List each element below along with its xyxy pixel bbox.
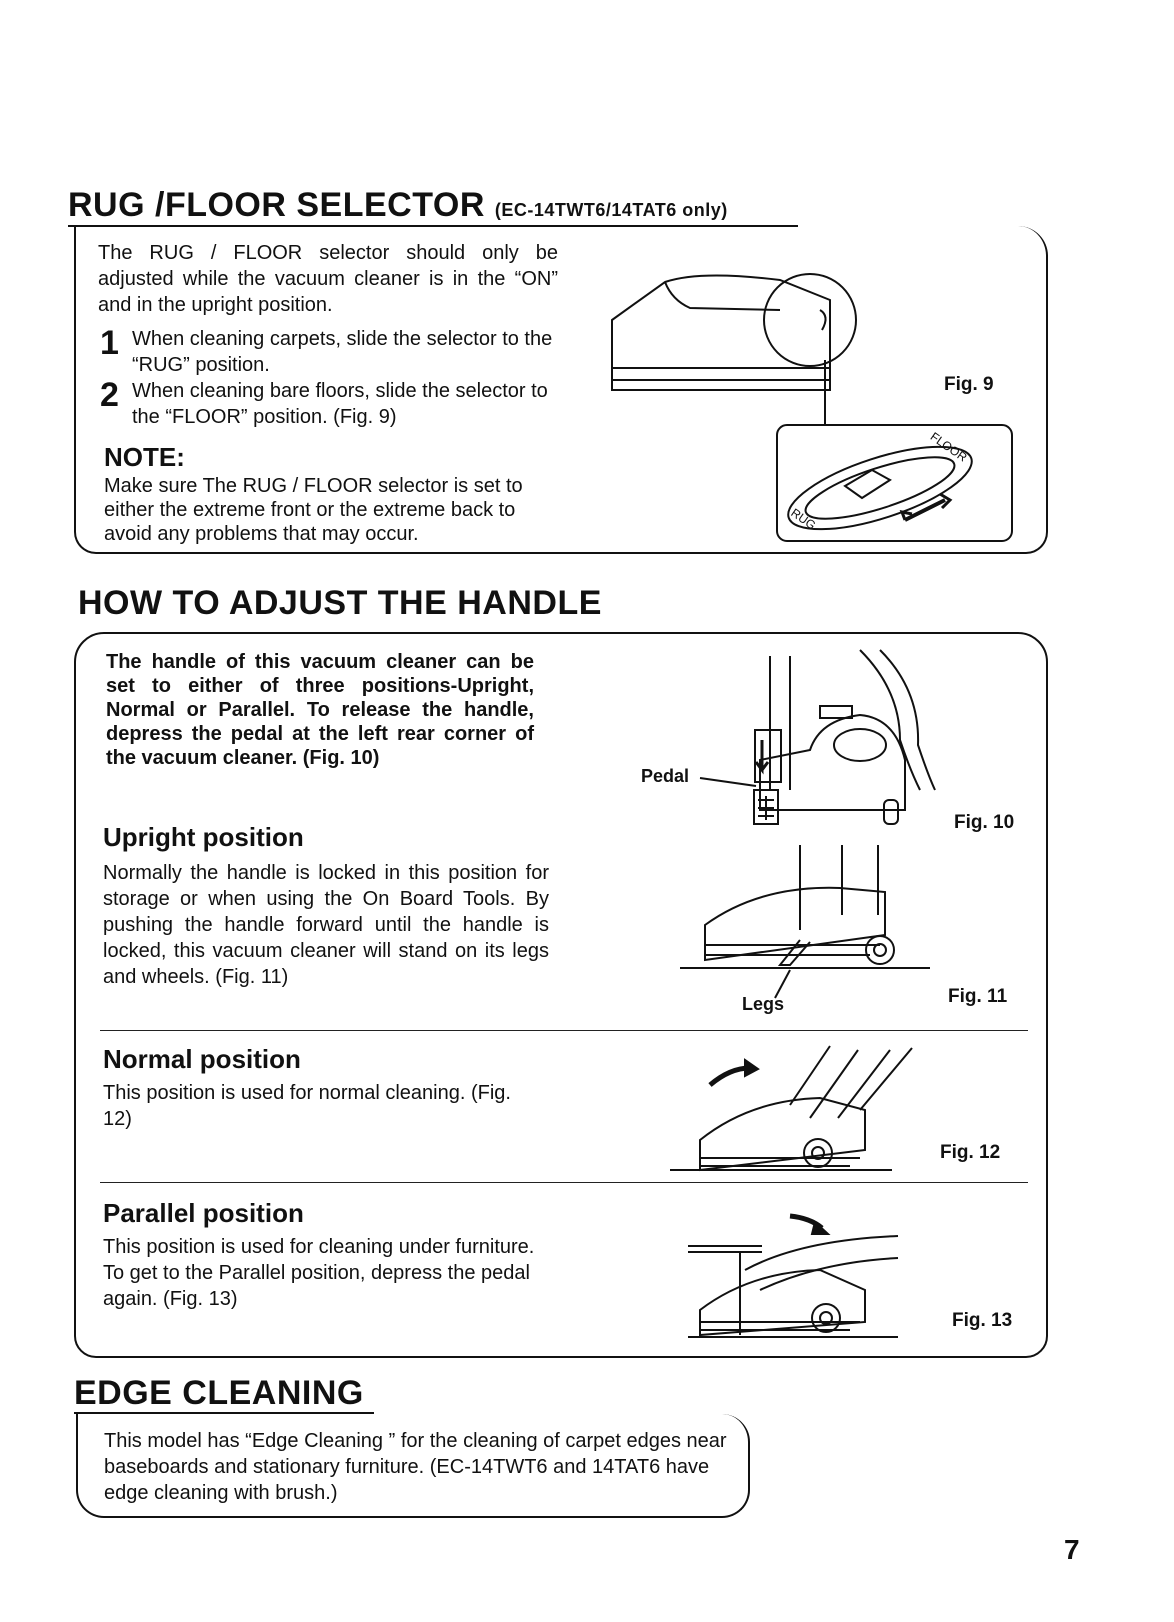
pedal-label: Pedal <box>641 766 690 786</box>
note-text: Make sure The RUG / FLOOR selector is se… <box>104 475 523 545</box>
handle-divider-1 <box>100 1030 1028 1031</box>
normal-heading: Normal position <box>103 1044 301 1074</box>
rug-floor-title-text: RUG /FLOOR SELECTOR <box>68 186 485 224</box>
upright-text: Normally the handle is locked in this po… <box>103 862 549 988</box>
parallel-heading: Parallel position <box>103 1198 304 1228</box>
handle-intro: The handle of this vacuum cleaner can be… <box>106 651 534 769</box>
handle-divider-2 <box>100 1182 1028 1183</box>
rug-step-1-text: When cleaning carpets, slide the selecto… <box>132 328 553 376</box>
rug-step-2: 2 When cleaning bare floors, slide the s… <box>100 378 572 430</box>
rug-step-1-number: 1 <box>100 324 119 362</box>
edge-title-underline <box>74 1412 374 1414</box>
rug-step-2-number: 2 <box>100 376 119 414</box>
handle-title: HOW TO ADJUST THE HANDLE <box>78 584 602 622</box>
edge-text: This model has “Edge Cleaning ” for the … <box>104 1430 727 1504</box>
fig10-label: Fig. 10 <box>954 812 1015 833</box>
handle-box <box>74 632 1048 1358</box>
rug-floor-box <box>74 226 1048 554</box>
rug-floor-title-underline <box>68 225 798 227</box>
fig13-label: Fig. 13 <box>952 1310 1013 1331</box>
note-heading: NOTE: <box>104 442 185 472</box>
normal-text: This position is used for normal cleanin… <box>103 1082 511 1130</box>
upright-heading: Upright position <box>103 822 304 852</box>
legs-label: Legs <box>742 994 785 1014</box>
edge-box <box>76 1414 750 1518</box>
rug-floor-intro: The RUG / FLOOR selector should only be … <box>98 242 558 316</box>
fig11-label: Fig. 11 <box>948 986 1008 1007</box>
parallel-text: This position is used for cleaning under… <box>103 1236 535 1310</box>
rug-step-1: 1 When cleaning carpets, slide the selec… <box>100 326 572 378</box>
edge-title: EDGE CLEANING <box>74 1374 364 1412</box>
rug-floor-title: RUG /FLOOR SELECTOR (EC-14TWT6/14TAT6 onl… <box>68 186 728 225</box>
page-number: 7 <box>1064 1534 1080 1565</box>
rug-floor-title-note: (EC-14TWT6/14TAT6 only) <box>494 200 728 220</box>
fig12-label: Fig. 12 <box>940 1142 1001 1163</box>
rug-step-2-text: When cleaning bare floors, slide the sel… <box>132 380 548 428</box>
fig9-label: Fig. 9 <box>944 374 994 395</box>
